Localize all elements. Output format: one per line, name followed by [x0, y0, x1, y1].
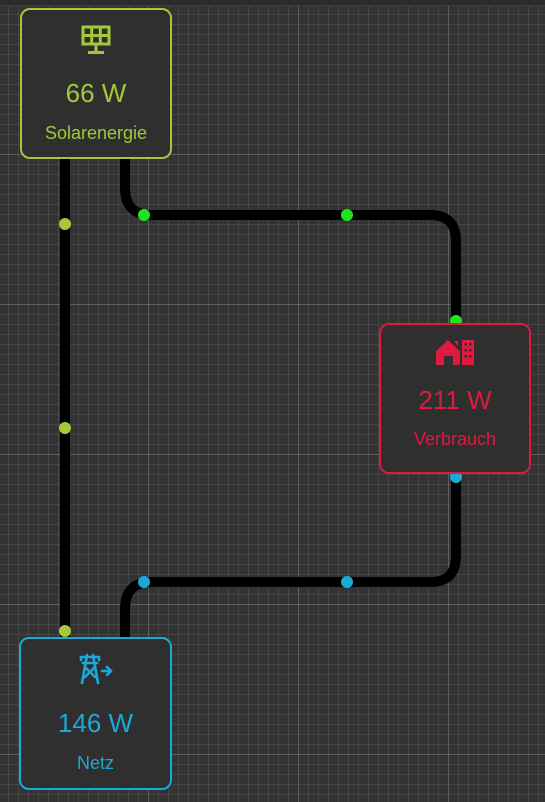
- flow-dot-grid-consumption: [138, 576, 150, 588]
- solar-node[interactable]: 66 W Solarenergie: [20, 8, 172, 159]
- solar-panel-icon: [81, 25, 111, 54]
- flow-line-grid-to-consumption: [120, 469, 461, 643]
- flow-dot-solar-consumption: [138, 209, 150, 221]
- home-lightning-icon: [436, 340, 474, 365]
- transmission-tower-import-icon: [79, 653, 112, 685]
- grid-node[interactable]: 146 W Netz: [19, 637, 172, 790]
- solar-power-value: 66 W: [65, 78, 127, 108]
- flow-dot-solar-grid: [59, 218, 71, 230]
- flow-dot-grid-consumption: [341, 576, 353, 588]
- flow-dot-grid-consumption: [450, 471, 462, 483]
- flow-line-solar-to-consumption: [120, 153, 461, 329]
- consumption-label: Verbrauch: [413, 429, 497, 449]
- consumption-node[interactable]: 211 W Verbrauch: [379, 323, 531, 474]
- consumption-power-value: 211 W: [418, 385, 492, 415]
- solar-label: Solarenergie: [44, 123, 148, 143]
- grid-label: Netz: [76, 753, 114, 773]
- flow-dot-solar-consumption: [341, 209, 353, 221]
- flow-dot-solar-grid: [59, 625, 71, 637]
- flow-dot-solar-grid: [59, 422, 71, 434]
- top-edge: [0, 0, 545, 6]
- grid-power-value: 146 W: [57, 708, 134, 738]
